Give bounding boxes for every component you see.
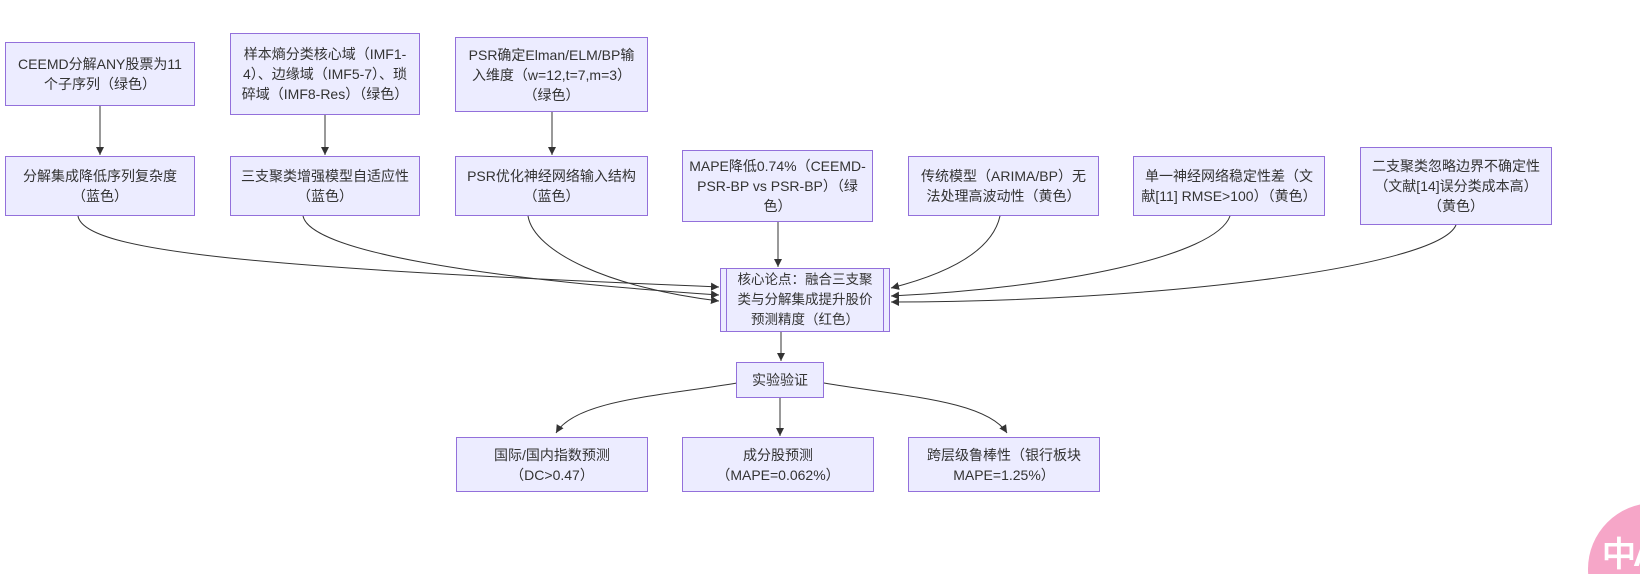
node-experiment-validation: 实验验证 bbox=[736, 362, 824, 398]
edge-decomp-core bbox=[77, 215, 720, 291]
node-psr-optimization: PSR优化神经网络输入结构（蓝色） bbox=[455, 156, 648, 216]
node-traditional-model-limit: 传统模型（ARIMA/BP）无法处理高波动性（黄色） bbox=[908, 156, 1099, 216]
node-two-way-clustering-limit: 二支聚类忽略边界不确定性（文献[14]误分类成本高）（黄色） bbox=[1360, 147, 1552, 225]
node-three-way-clustering: 三支聚类增强模型自适应性（蓝色） bbox=[230, 156, 420, 216]
node-single-nn-instability: 单一神经网络稳定性差（文献[11] RMSE>100）（黄色） bbox=[1133, 156, 1325, 216]
translate-button[interactable]: 中A bbox=[1588, 503, 1640, 574]
node-ceemd-decompose: CEEMD分解ANY股票为11个子序列（绿色） bbox=[5, 42, 195, 106]
edge-threeway-core bbox=[302, 215, 720, 299]
node-stock-prediction: 成分股预测（MAPE=0.062%） bbox=[682, 437, 874, 492]
node-core-thesis: 核心论点：融合三支聚类与分解集成提升股价预测精度（红色） bbox=[720, 268, 890, 332]
node-decomposition-benefit: 分解集成降低序列复杂度（蓝色） bbox=[5, 156, 195, 216]
node-cross-level-robustness: 跨层级鲁棒性（银行板块MAPE=1.25%） bbox=[908, 437, 1100, 492]
edge-experiment-indexpred bbox=[555, 382, 738, 434]
node-index-prediction: 国际/国内指数预测（DC>0.47） bbox=[456, 437, 648, 492]
edge-traditional-core bbox=[890, 215, 1001, 290]
node-psr-dimension: PSR确定Elman/ELM/BP输入维度（w=12,t=7,m=3）（绿色） bbox=[455, 37, 648, 112]
node-mape-reduction: MAPE降低0.74%（CEEMD-PSR-BP vs PSR-BP）（绿色） bbox=[682, 150, 873, 222]
edge-psropt-core bbox=[527, 215, 720, 305]
node-sample-entropy: 样本熵分类核心域（IMF1-4）、边缘域（IMF5-7）、琐碎域（IMF8-Re… bbox=[230, 33, 420, 115]
translate-icon: 中A bbox=[1602, 536, 1640, 574]
edge-twoway-core bbox=[890, 224, 1457, 306]
edge-singlenn-core bbox=[890, 215, 1231, 300]
edge-experiment-robust bbox=[823, 382, 1008, 434]
